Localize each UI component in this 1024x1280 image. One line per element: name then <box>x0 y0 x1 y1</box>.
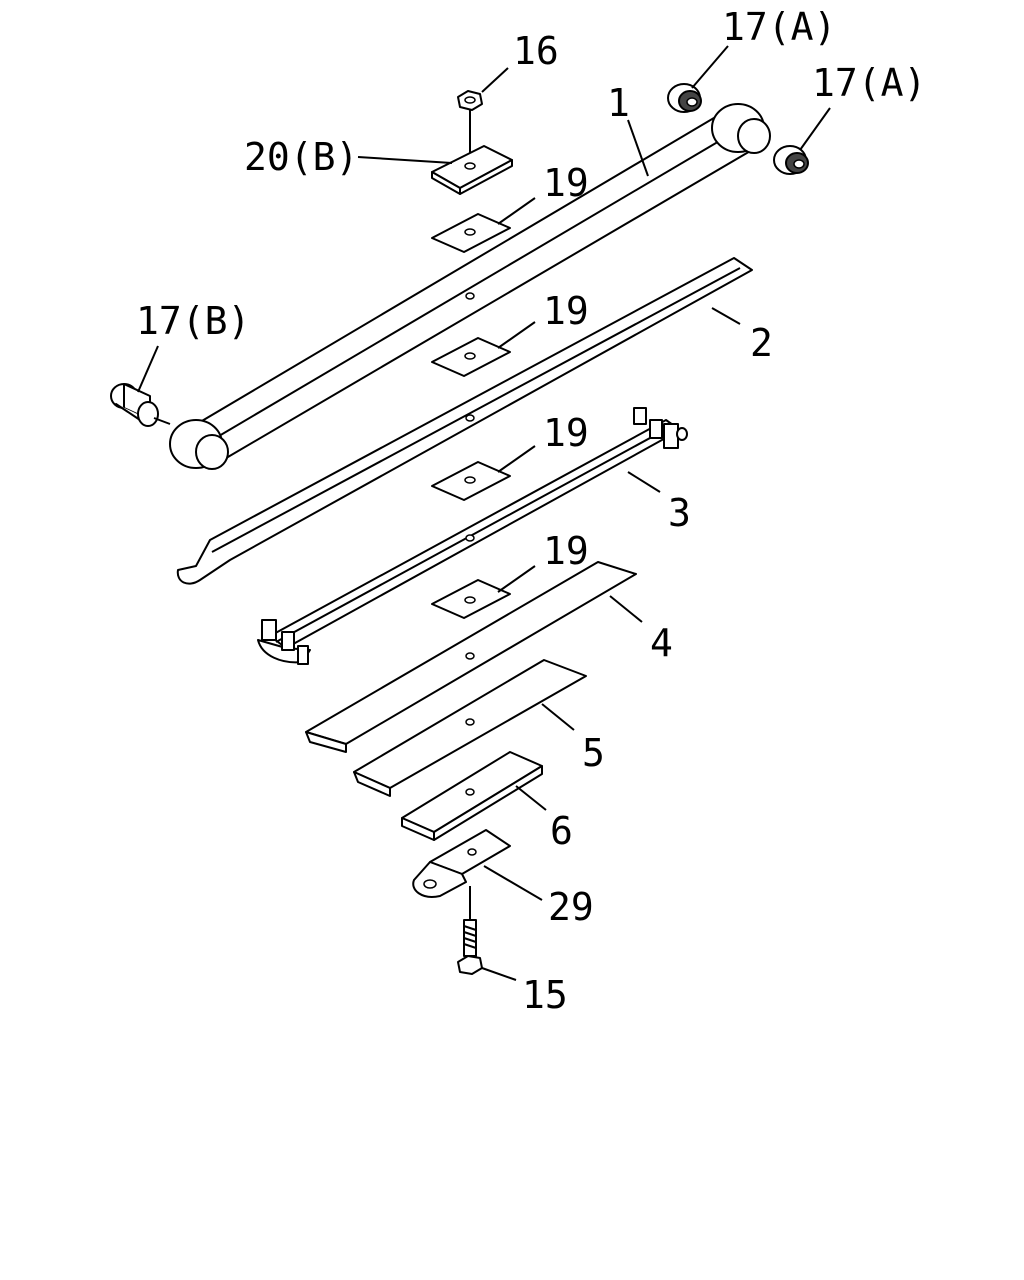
callout-20b: 20(B) <box>244 135 358 179</box>
callout-15: 15 <box>522 973 568 1017</box>
part-17a-bushing-right <box>773 145 809 175</box>
callout-2: 2 <box>750 321 773 365</box>
leader-17b <box>137 345 159 393</box>
leader-6 <box>515 785 547 811</box>
callout-16: 16 <box>513 29 559 73</box>
callout-17b: 17(B) <box>136 299 250 343</box>
leader-20b <box>357 156 453 164</box>
leader-29 <box>483 865 543 901</box>
callout-19-b: 19 <box>543 289 589 333</box>
part-19-pad-d <box>431 579 511 619</box>
callout-17a-right: 17(A) <box>812 61 926 105</box>
leader-5 <box>541 703 575 731</box>
part-4-fourth-leaf <box>305 561 637 753</box>
part-29-bracket <box>412 829 511 898</box>
leader-4 <box>609 595 643 623</box>
leader-19-b <box>497 321 536 349</box>
leader-1 <box>627 119 649 177</box>
leader-3 <box>627 471 661 493</box>
part-3-third-leaf <box>257 407 688 665</box>
callout-19-d: 19 <box>543 529 589 573</box>
part-1-main-leaf <box>169 103 771 470</box>
part-6-sixth-leaf <box>401 751 543 841</box>
leader-15 <box>481 967 517 981</box>
leader-2 <box>711 307 741 325</box>
leader-19-a <box>497 197 536 225</box>
part-19-pad-a <box>431 213 511 253</box>
leader-19-d <box>497 565 536 593</box>
callout-3: 3 <box>668 491 691 535</box>
leader-17a-right <box>799 107 831 151</box>
callout-6: 6 <box>550 809 573 853</box>
callout-17a-top: 17(A) <box>722 5 836 49</box>
callout-29: 29 <box>548 885 594 929</box>
leader-19-c <box>497 445 536 473</box>
part-20b-plate <box>431 145 513 195</box>
part-17a-bushing-top <box>667 83 702 113</box>
part-2-second-leaf <box>176 257 753 585</box>
part-16-nut <box>457 90 483 160</box>
part-17b-bushing <box>110 383 171 427</box>
part-15-bolt <box>457 886 483 975</box>
callout-4: 4 <box>650 621 673 665</box>
callout-5: 5 <box>582 731 605 775</box>
leader-17a-top <box>691 45 729 89</box>
part-19-pad-c <box>431 461 511 501</box>
leader-16 <box>481 67 509 93</box>
callout-19-c: 19 <box>543 411 589 455</box>
callout-1: 1 <box>607 81 630 125</box>
part-19-pad-b <box>431 337 511 377</box>
part-5-fifth-leaf <box>353 659 587 797</box>
